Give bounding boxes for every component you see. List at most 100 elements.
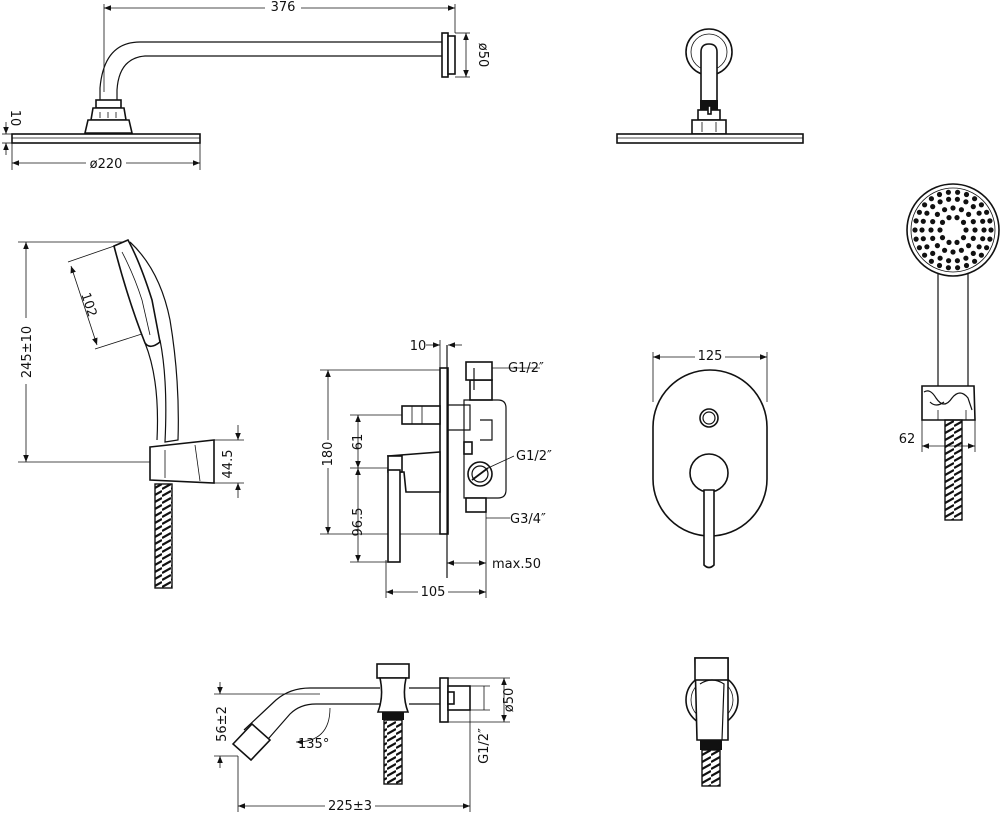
mixer-width-label: 105 xyxy=(421,585,446,600)
nozzle-dot xyxy=(922,202,928,208)
nozzle-dot xyxy=(976,210,982,216)
nozzle-dot xyxy=(970,219,976,225)
nozzle-dot xyxy=(913,236,919,242)
inlet-top-thread-label: G1/2″ xyxy=(508,361,544,376)
nozzle-dot xyxy=(936,191,943,198)
lever-offset-label: 96.5 xyxy=(351,508,366,537)
shower-arm-front-view xyxy=(616,28,804,144)
nozzle-dot xyxy=(924,244,930,250)
nozzle-dot xyxy=(963,227,969,233)
head-diameter-label: 102 xyxy=(77,291,99,319)
mixer-height-label: 180 xyxy=(321,442,336,467)
nozzle-dot xyxy=(980,218,986,224)
nozzle-dot xyxy=(972,227,978,233)
shower-arm-side-view: 376 ø50 10 ø220 xyxy=(2,0,490,172)
nozzle-dot xyxy=(954,196,961,202)
nozzle-dot xyxy=(984,245,990,251)
spout-thread-label: G1/2″ xyxy=(477,728,492,764)
nozzle-dot xyxy=(970,235,976,241)
nozzle-dot xyxy=(916,245,923,251)
rose-height-label: 10 xyxy=(7,110,22,127)
nozzle-dot xyxy=(946,258,952,264)
nozzle-dot xyxy=(936,262,943,269)
nozzle-dot xyxy=(954,239,960,245)
nozzle-dot xyxy=(942,207,948,213)
nozzle-dot xyxy=(922,252,928,258)
nozzle-dot xyxy=(937,199,943,205)
nozzle-dot xyxy=(970,250,976,256)
nozzle-dot xyxy=(920,218,926,224)
nozzle-dot xyxy=(966,211,972,217)
spout-angle-label: 135° xyxy=(298,737,329,752)
max-depth-label: max.50 xyxy=(492,557,541,572)
nozzle-dot xyxy=(945,265,952,271)
spout-flange-label: ø50 xyxy=(502,688,517,713)
nozzle-dot xyxy=(978,202,985,208)
nozzle-dot xyxy=(987,218,993,224)
nozzle-dot xyxy=(981,227,987,233)
nozzle-dot xyxy=(930,219,936,225)
nozzle-dot xyxy=(912,227,918,233)
nozzle-dot xyxy=(954,258,961,264)
nozzle-dot xyxy=(916,209,923,215)
nozzle-dot xyxy=(928,258,935,264)
nozzle-dot xyxy=(930,235,936,241)
nozzle-dot xyxy=(930,250,936,256)
nozzle-dot xyxy=(963,199,969,205)
holder-width-label: 62 xyxy=(899,432,916,447)
nozzle-dot xyxy=(972,196,978,202)
spout-length-label: 225±3 xyxy=(328,799,372,814)
wall-thickness-label: 10 xyxy=(410,339,427,354)
nozzle-dot xyxy=(963,262,970,269)
spout-height-label: 56±2 xyxy=(215,706,230,742)
nozzle-dot xyxy=(924,210,930,216)
hand-shower-length-label: 245±10 xyxy=(20,326,35,378)
hand-shower-front-view: 62 xyxy=(896,183,1000,521)
mixer-side-view: 10 180 61 96.5 xyxy=(318,339,552,600)
nozzle-dot xyxy=(942,247,948,253)
nozzle-dot xyxy=(954,215,960,221)
nozzle-dot xyxy=(966,243,972,249)
nozzle-pattern xyxy=(912,189,994,271)
nozzle-dot xyxy=(955,189,961,195)
nozzle-dot xyxy=(960,235,967,241)
nozzle-dot xyxy=(976,244,982,250)
nozzle-dot xyxy=(958,247,965,253)
nozzle-dot xyxy=(946,196,952,202)
nozzle-dot xyxy=(946,239,952,245)
nozzle-dot xyxy=(978,252,985,258)
nozzle-dot xyxy=(937,227,943,233)
nozzle-dot xyxy=(955,265,961,271)
nozzle-dot xyxy=(928,227,934,233)
nozzle-dot xyxy=(972,258,978,264)
nozzle-dot xyxy=(928,196,935,202)
nozzle-dot xyxy=(987,236,993,242)
inlet-spacing-label: 61 xyxy=(351,434,366,451)
spout-side-view: 56±2 135° ø50 G1/2″ 225±3 xyxy=(214,663,517,814)
nozzle-dot xyxy=(920,236,926,242)
nozzle-dot xyxy=(937,255,943,261)
flange-diameter-label: ø50 xyxy=(475,43,490,68)
nozzle-dot xyxy=(970,204,976,210)
nozzle-dot xyxy=(939,219,946,225)
nozzle-dot xyxy=(960,219,967,225)
nozzle-dot xyxy=(988,227,994,233)
inlet-mid-thread-label: G1/2″ xyxy=(516,449,552,464)
mixer-front-view: 125 xyxy=(652,348,768,569)
nozzle-dot xyxy=(934,243,941,249)
outlet-thread-label: G3/4″ xyxy=(510,512,546,527)
holder-height-label: 44.5 xyxy=(221,450,236,479)
nozzle-dot xyxy=(950,249,956,255)
hose-outlet-front-view xyxy=(685,657,739,787)
nozzle-dot xyxy=(939,235,946,241)
nozzle-dot xyxy=(950,205,956,211)
nozzle-dot xyxy=(963,255,969,261)
nozzle-dot xyxy=(919,227,925,233)
nozzle-dot xyxy=(963,191,970,198)
hand-shower-side-view: 245±10 102 44.5 xyxy=(18,238,244,589)
plate-width-label: 125 xyxy=(698,349,723,364)
nozzle-dot xyxy=(930,204,936,210)
nozzle-dot xyxy=(946,215,952,221)
rose-diameter-label: ø220 xyxy=(90,157,123,172)
